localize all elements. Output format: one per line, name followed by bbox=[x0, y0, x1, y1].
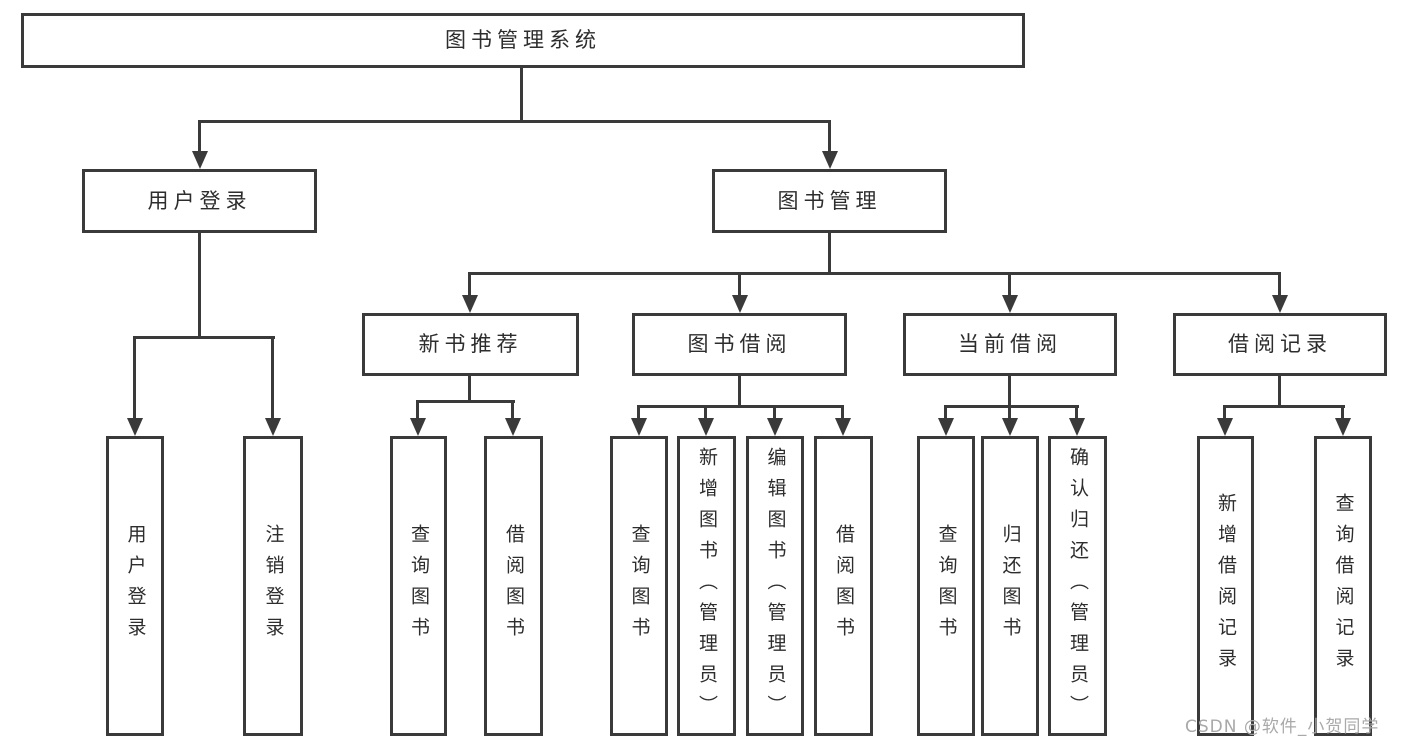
node-library-management-system: 图书管理系统 bbox=[21, 13, 1025, 68]
connector-stem bbox=[133, 336, 136, 418]
connector-stem bbox=[1008, 405, 1011, 418]
node-query-books-current: 查询图书 bbox=[917, 436, 975, 736]
connector-stem bbox=[1278, 272, 1281, 295]
node-label: 用户登录 bbox=[124, 524, 147, 648]
node-confirm-return-admin: 确认归还（管理员） bbox=[1048, 436, 1107, 736]
node-label: 借阅记录 bbox=[1228, 332, 1332, 356]
node-book-borrowing: 图书借阅 bbox=[632, 313, 847, 376]
arrowhead-down-icon bbox=[192, 151, 208, 169]
node-label: 查询图书 bbox=[408, 524, 430, 648]
connector-rail bbox=[637, 405, 844, 408]
csdn-watermark: CSDN @软件_小贺同学 bbox=[1185, 717, 1380, 737]
connector-stem bbox=[637, 405, 640, 418]
connector-stem bbox=[1008, 376, 1011, 407]
connector-rail bbox=[944, 405, 1079, 408]
node-label: 注销登录 bbox=[262, 524, 285, 648]
connector-stem bbox=[773, 405, 776, 418]
node-label: 当前借阅 bbox=[958, 332, 1062, 356]
node-add-borrow-record: 新增借阅记录 bbox=[1197, 436, 1254, 736]
node-edit-book-admin: 编辑图书（管理员） bbox=[746, 436, 804, 736]
node-label: 图书借阅 bbox=[687, 332, 792, 356]
connector-stem bbox=[1278, 376, 1281, 407]
connector-stem bbox=[198, 233, 201, 336]
connector-stem bbox=[828, 233, 831, 274]
arrowhead-down-icon bbox=[462, 295, 478, 313]
node-user-login: 用户登录 bbox=[106, 436, 164, 736]
arrowhead-down-icon bbox=[1217, 418, 1233, 436]
node-label: 归还图书 bbox=[999, 524, 1022, 648]
node-label: 查询图书 bbox=[935, 524, 958, 648]
node-new-book-recommendation: 新书推荐 bbox=[362, 313, 579, 376]
connector-stem bbox=[1341, 405, 1344, 418]
node-borrow-books-borrowing: 借阅图书 bbox=[814, 436, 873, 736]
node-label: 图书管理系统 bbox=[445, 28, 601, 52]
connector-stem bbox=[828, 120, 831, 151]
connector-stem bbox=[738, 272, 741, 295]
connector-rail bbox=[133, 336, 275, 339]
connector-rail bbox=[1223, 405, 1345, 408]
node-query-books-recommend: 查询图书 bbox=[390, 436, 447, 736]
node-label: 查询图书 bbox=[628, 524, 651, 648]
node-label: 新增借阅记录 bbox=[1215, 493, 1237, 679]
node-label: 编辑图书（管理员） bbox=[764, 446, 787, 726]
connector-stem bbox=[468, 272, 471, 295]
arrowhead-down-icon bbox=[1002, 418, 1018, 436]
arrowhead-down-icon bbox=[631, 418, 647, 436]
connector-stem bbox=[198, 120, 201, 151]
connector-stem bbox=[1008, 272, 1011, 295]
connector-stem bbox=[416, 400, 419, 418]
node-user-login-module: 用户登录 bbox=[82, 169, 317, 233]
arrowhead-down-icon bbox=[1335, 418, 1351, 436]
arrowhead-down-icon bbox=[265, 418, 281, 436]
node-current-borrowing: 当前借阅 bbox=[903, 313, 1117, 376]
arrowhead-down-icon bbox=[1069, 418, 1085, 436]
node-label: 新增图书（管理员） bbox=[696, 446, 718, 726]
connector-stem bbox=[511, 400, 514, 418]
arrowhead-down-icon bbox=[410, 418, 426, 436]
node-label: 新书推荐 bbox=[418, 332, 523, 356]
node-borrowing-records: 借阅记录 bbox=[1173, 313, 1387, 376]
node-return-books: 归还图书 bbox=[981, 436, 1039, 736]
arrowhead-down-icon bbox=[505, 418, 521, 436]
node-label: 查询借阅记录 bbox=[1332, 493, 1355, 679]
connector-rail bbox=[468, 272, 1281, 275]
arrowhead-down-icon bbox=[698, 418, 714, 436]
connector-stem bbox=[1075, 405, 1078, 418]
connector-stem bbox=[1223, 405, 1226, 418]
connector-stem bbox=[468, 376, 471, 402]
arrowhead-down-icon bbox=[732, 295, 748, 313]
node-query-books-borrowing: 查询图书 bbox=[610, 436, 668, 736]
connector-stem bbox=[738, 376, 741, 407]
node-add-book-admin: 新增图书（管理员） bbox=[677, 436, 736, 736]
arrowhead-down-icon bbox=[127, 418, 143, 436]
node-label: 确认归还（管理员） bbox=[1067, 446, 1089, 726]
arrowhead-down-icon bbox=[835, 418, 851, 436]
node-label: 用户登录 bbox=[147, 188, 252, 213]
connector-stem bbox=[271, 336, 274, 418]
node-query-borrow-record: 查询借阅记录 bbox=[1314, 436, 1372, 736]
arrowhead-down-icon bbox=[938, 418, 954, 436]
connector-root-rail bbox=[198, 120, 831, 123]
node-label: 借阅图书 bbox=[833, 524, 855, 648]
connector-stem bbox=[704, 405, 707, 418]
connector-rail bbox=[416, 400, 515, 403]
node-label: 图书管理 bbox=[777, 188, 882, 213]
arrowhead-down-icon bbox=[1272, 295, 1288, 313]
node-label: 借阅图书 bbox=[503, 524, 525, 648]
node-logout: 注销登录 bbox=[243, 436, 303, 736]
arrowhead-down-icon bbox=[1002, 295, 1018, 313]
connector-stem bbox=[944, 405, 947, 418]
arrowhead-down-icon bbox=[822, 151, 838, 169]
node-borrow-books-recommend: 借阅图书 bbox=[484, 436, 543, 736]
node-book-management-module: 图书管理 bbox=[712, 169, 947, 233]
connector-root-stem bbox=[520, 68, 523, 120]
connector-stem bbox=[841, 405, 844, 418]
arrowhead-down-icon bbox=[767, 418, 783, 436]
